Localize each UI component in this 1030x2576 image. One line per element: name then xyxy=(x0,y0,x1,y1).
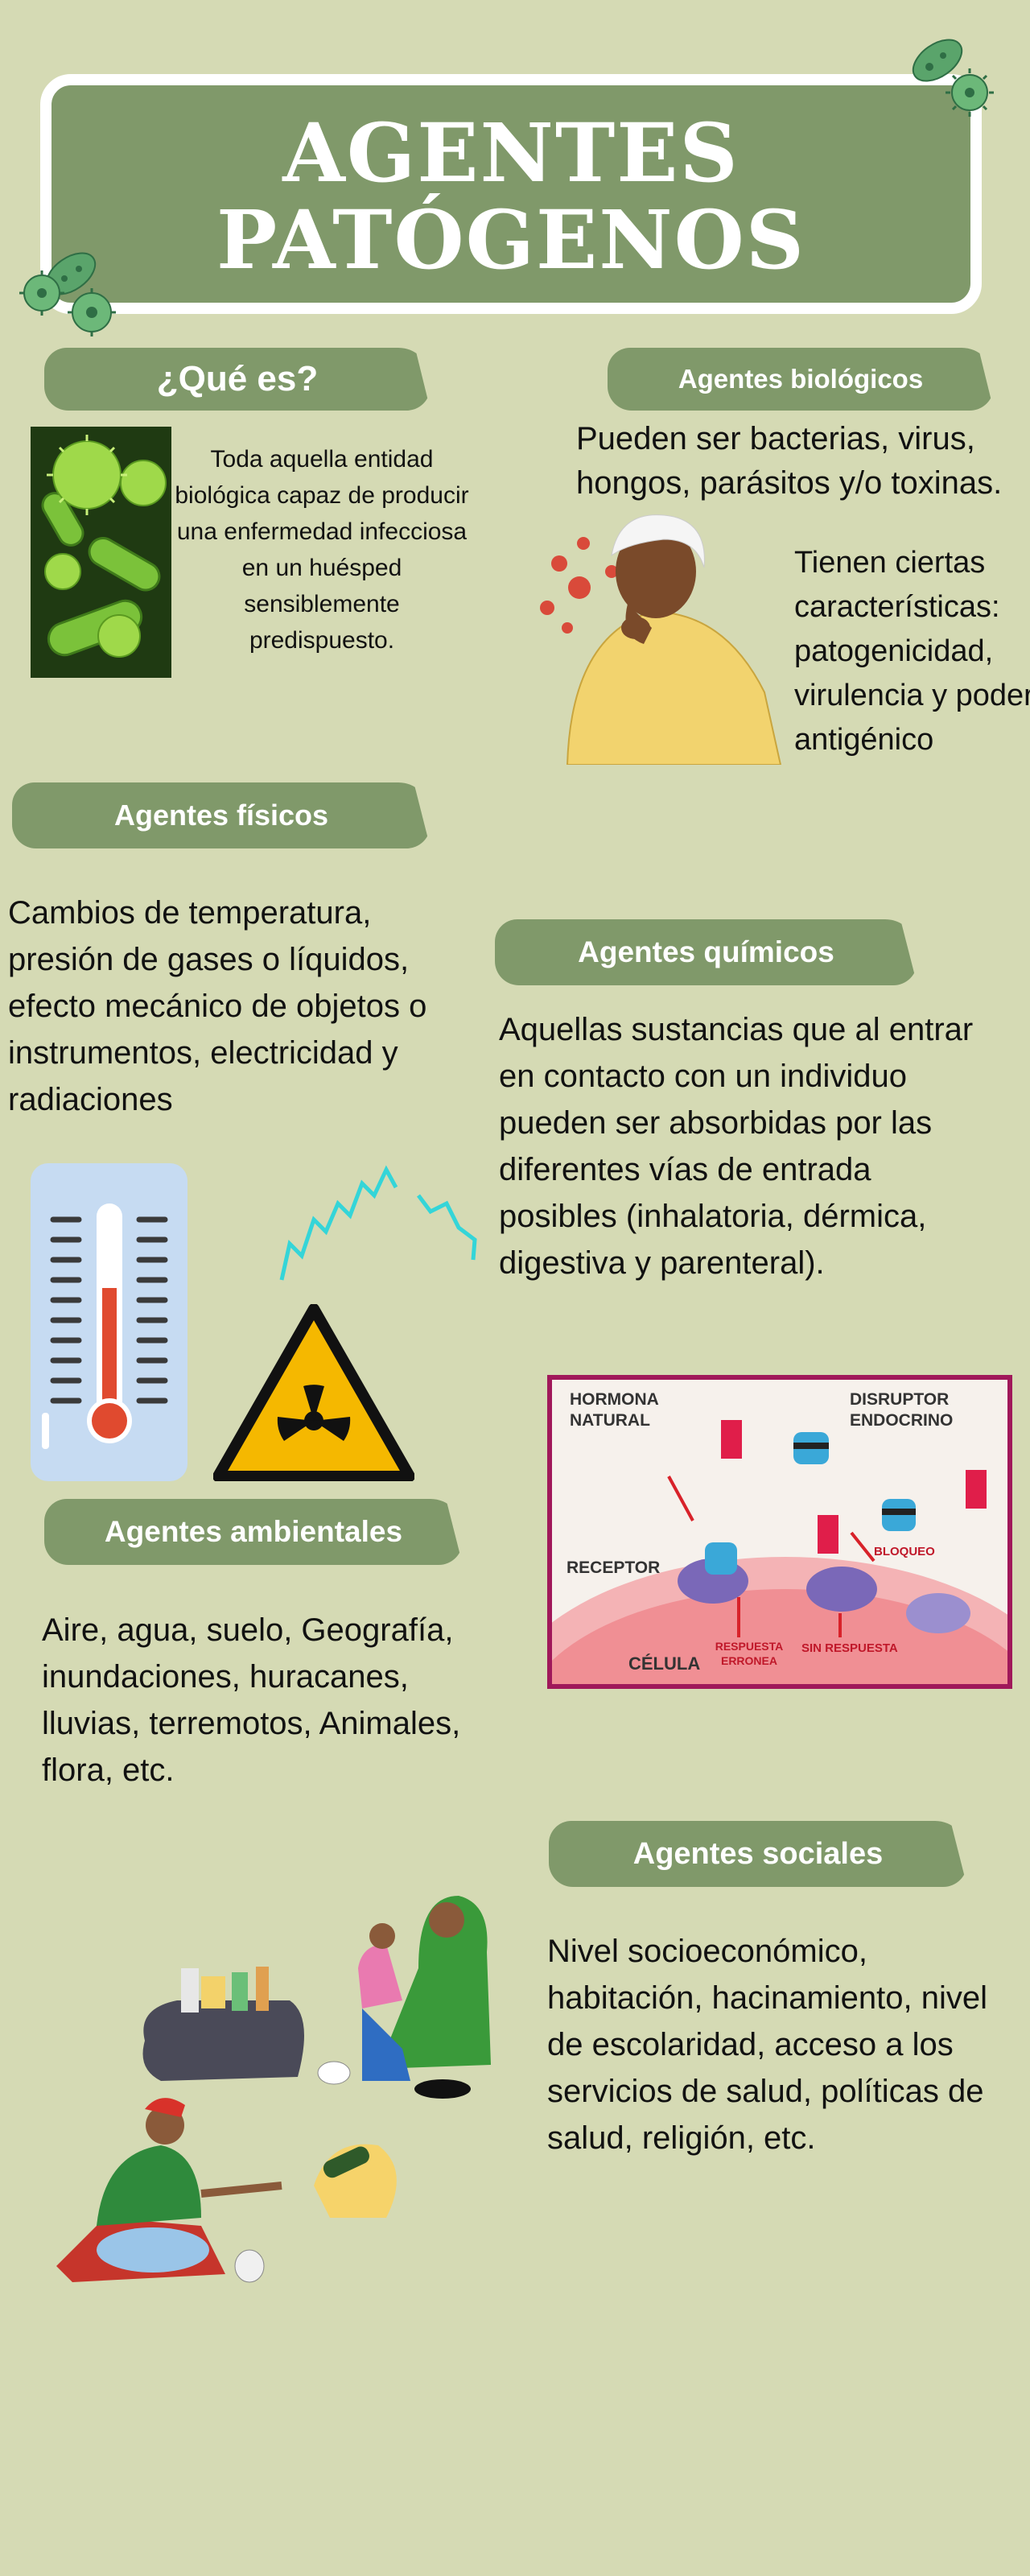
bacteria-image xyxy=(31,427,171,678)
quimicos-text: Aquellas sustancias que al entrar en con… xyxy=(499,1012,974,1281)
endocrine-diagram: HORMONA NATURAL DISRUPTOR ENDOCRINO RECE… xyxy=(547,1375,1012,1689)
biologicos-heading: Agentes biológicos xyxy=(608,348,994,411)
diagram-label-receptor: RECEPTOR xyxy=(566,1558,661,1577)
biologicos-text-1: Pueden ser bacterias, virus, hongos, par… xyxy=(576,421,1003,501)
diagram-label-disruptor: DISRUPTOR ENDOCRINO xyxy=(850,1390,954,1430)
diagram-label-sin-respuesta: SIN RESPUESTA xyxy=(801,1641,898,1655)
quimicos-heading: Agentes químicos xyxy=(495,919,917,985)
lightning-icon xyxy=(279,1165,477,1281)
thermometer-icon xyxy=(31,1163,187,1481)
title-line-1: AGENTES xyxy=(282,105,740,200)
diagram-label-bloqueo: BLOQUEO xyxy=(874,1545,935,1558)
sick-person-icon xyxy=(540,514,782,765)
bacteria-icon xyxy=(912,39,994,117)
fisicos-text: Cambios de temperatura, presión de gases… xyxy=(8,895,427,1117)
ambientales-text: Aire, agua, suelo, Geografía, inundacion… xyxy=(42,1612,461,1788)
title-banner: AGENTES PATÓGENOS xyxy=(40,74,982,314)
radiation-icon xyxy=(213,1304,414,1481)
bacteria-icon xyxy=(19,252,116,336)
que-es-text: Toda aquella entidad biológica capaz de … xyxy=(175,446,469,654)
sociales-text: Nivel socioeconómico, habitación, hacina… xyxy=(547,1934,988,2156)
diagram-label-respuesta-erronea: RESPUESTA ERRONEA xyxy=(715,1640,784,1667)
que-es-heading: ¿Qué es? xyxy=(44,348,431,411)
sociales-heading: Agentes sociales xyxy=(549,1821,967,1887)
fisicos-heading: Agentes físicos xyxy=(12,782,431,848)
biologicos-text-2: Tienen ciertas características: patogeni… xyxy=(794,546,1030,757)
title-line-2: PATÓGENOS xyxy=(216,192,805,287)
ambientales-heading: Agentes ambientales xyxy=(44,1499,463,1565)
diagram-label-celula: CÉLULA xyxy=(628,1653,701,1674)
endocrine-diagram-art xyxy=(552,1420,1007,1684)
diagram-label-hormona: HORMONA NATURAL xyxy=(570,1390,659,1430)
poverty-illustration xyxy=(56,1896,491,2283)
